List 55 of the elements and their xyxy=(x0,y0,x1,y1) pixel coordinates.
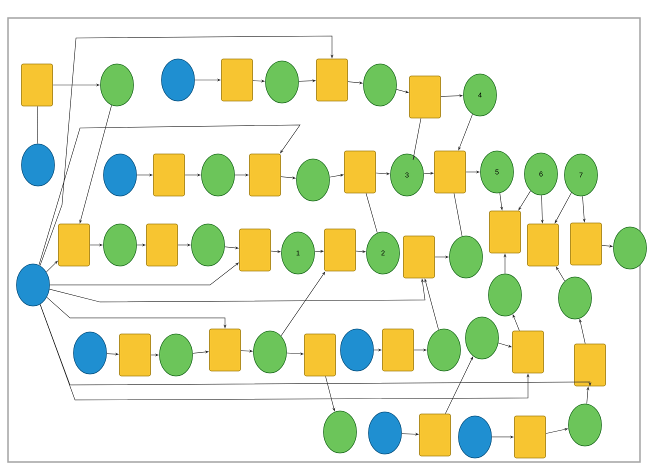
connector xyxy=(36,106,38,144)
data-ellipse xyxy=(265,60,299,104)
input-ellipse xyxy=(16,264,50,306)
tool-box xyxy=(574,344,606,386)
connector xyxy=(454,193,462,236)
tool-box xyxy=(316,58,348,102)
data-ellipse xyxy=(191,224,225,266)
input-ellipse xyxy=(458,416,492,458)
tool-box xyxy=(570,222,602,266)
data-ellipse xyxy=(103,224,137,266)
tool-box xyxy=(489,210,521,254)
data-ellipse xyxy=(100,64,134,106)
tool-box xyxy=(221,58,253,102)
input-ellipse xyxy=(21,144,55,186)
data-ellipse xyxy=(488,274,522,316)
connector xyxy=(38,124,301,266)
connector xyxy=(40,36,334,266)
tool-box xyxy=(209,328,241,372)
tool-box xyxy=(512,330,544,374)
data-ellipse xyxy=(159,334,193,376)
data-ellipse xyxy=(253,330,287,374)
tool-box xyxy=(58,224,90,266)
tool-box xyxy=(527,224,559,266)
input-ellipse xyxy=(73,332,107,374)
tool-box xyxy=(419,414,451,456)
data-ellipse xyxy=(449,236,483,278)
data-ellipse xyxy=(201,154,235,196)
data-ellipse xyxy=(465,316,499,360)
tool-box xyxy=(21,64,53,106)
tool-box xyxy=(344,150,376,194)
tool-box xyxy=(514,416,546,458)
tool-box xyxy=(382,328,414,372)
input-ellipse xyxy=(368,412,402,454)
data-ellipse xyxy=(613,226,647,270)
data-ellipse xyxy=(568,404,602,446)
tool-box xyxy=(146,224,178,266)
connector xyxy=(412,118,422,160)
input-ellipse xyxy=(161,58,195,102)
data-ellipse xyxy=(427,328,461,372)
data-ellipse xyxy=(296,158,330,202)
input-ellipse xyxy=(340,328,374,372)
tool-box xyxy=(403,236,435,278)
data-ellipse xyxy=(323,410,357,454)
data-ellipse xyxy=(558,276,592,320)
tool-box xyxy=(304,334,336,376)
tool-box xyxy=(409,76,441,118)
input-ellipse xyxy=(103,154,137,196)
tool-box xyxy=(434,150,466,194)
connector xyxy=(366,193,378,234)
tool-box xyxy=(119,334,151,376)
tool-box xyxy=(239,228,271,272)
data-ellipse xyxy=(363,64,397,106)
tool-box xyxy=(153,154,185,196)
tool-box xyxy=(249,154,281,196)
tool-box xyxy=(324,228,356,272)
